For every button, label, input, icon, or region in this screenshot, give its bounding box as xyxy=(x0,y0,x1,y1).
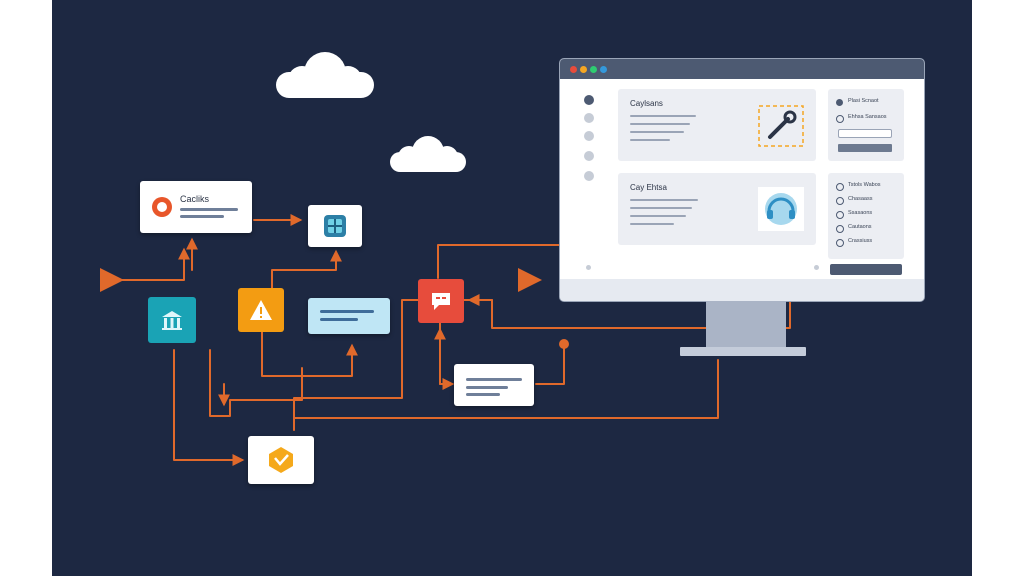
connector-endpoint xyxy=(559,339,569,349)
wrench-icon xyxy=(758,105,804,147)
connector-long-bottom xyxy=(293,359,719,419)
diagram-canvas: Cacliks xyxy=(52,0,972,576)
connector-warning-up xyxy=(271,249,342,289)
teal-tile xyxy=(148,297,196,343)
connector-warning-down xyxy=(261,329,358,377)
footer-action-button[interactable] xyxy=(830,264,902,275)
check-icon[interactable] xyxy=(836,211,844,219)
warning-tile xyxy=(238,288,284,332)
window-maximize-dot[interactable] xyxy=(590,66,597,73)
connector-loop-to-red xyxy=(535,343,565,385)
connector-teal-to-bottom xyxy=(173,349,245,466)
right-top-button[interactable] xyxy=(838,144,892,152)
monitor-stand xyxy=(706,301,786,349)
right-panel-top: Plasi Scnaot Ehhsa Sansaos xyxy=(828,89,904,161)
radio-icon[interactable] xyxy=(836,99,843,106)
footer-dot-right xyxy=(814,265,819,270)
right-top-item-1: Plasi Scnaot xyxy=(848,98,879,104)
panel-top: Caylsans xyxy=(618,89,816,161)
monitor-arrowhead xyxy=(518,268,542,292)
warning-icon xyxy=(250,300,272,320)
building-icon xyxy=(162,311,182,330)
panel-top-title: Caylsans xyxy=(630,99,663,108)
connector-bottom-to-red xyxy=(293,299,419,431)
check-icon[interactable] xyxy=(836,239,844,247)
right-mid-item-3: Ssasaons xyxy=(848,210,873,216)
check-icon[interactable] xyxy=(836,225,844,233)
sidebar-item-4[interactable] xyxy=(584,151,594,161)
monitor-screen: Caylsans Cay Ehtsa xyxy=(560,59,924,301)
top-card: Cacliks xyxy=(140,181,252,233)
right-mid-item-5: Crassiuss xyxy=(848,238,873,244)
sidebar-item-2[interactable] xyxy=(584,113,594,123)
screen-body: Caylsans Cay Ehtsa xyxy=(560,79,924,279)
red-tile xyxy=(418,279,464,323)
cloud-small xyxy=(390,136,466,172)
right-mid-item-4: Cautaons xyxy=(848,224,872,230)
footer-dot-left xyxy=(586,265,591,270)
hexagon-icon xyxy=(269,447,293,473)
chat-icon xyxy=(432,293,450,310)
connector-red-to-monitor xyxy=(437,244,561,279)
check-icon[interactable] xyxy=(836,183,844,191)
blue-card xyxy=(308,298,390,334)
right-top-input[interactable] xyxy=(838,129,892,138)
panel-mid: Cay Ehtsa xyxy=(618,173,816,245)
window-minimize-dot[interactable] xyxy=(580,66,587,73)
right-mid-item-2: Chasaass xyxy=(848,196,873,202)
check-icon[interactable] xyxy=(836,197,844,205)
window-close-dot[interactable] xyxy=(570,66,577,73)
lower-card xyxy=(454,364,534,406)
screen-footer xyxy=(560,264,924,301)
entry-arrowhead xyxy=(100,268,124,292)
sidebar-item-1[interactable] xyxy=(584,95,594,105)
headset-icon xyxy=(758,187,804,231)
right-top-item-2: Ehhsa Sansaos xyxy=(848,114,887,120)
flow-connectors xyxy=(100,214,791,466)
bottom-card xyxy=(248,436,314,484)
window-titlebar xyxy=(560,59,924,79)
sidebar-item-5[interactable] xyxy=(584,171,594,181)
cube-icon xyxy=(324,215,346,237)
right-mid-item-1: Tstols Wabos xyxy=(848,182,881,188)
right-panel-mid: Tstols Wabos Chasaass Ssasaons Cautaons … xyxy=(828,173,904,259)
window-extra-dot[interactable] xyxy=(600,66,607,73)
top-card-label: Cacliks xyxy=(180,194,210,204)
cloud-large xyxy=(276,52,374,98)
panel-mid-title: Cay Ehtsa xyxy=(630,183,667,192)
connector-entry xyxy=(111,247,190,281)
center-card xyxy=(308,205,362,247)
monitor-base xyxy=(680,347,806,356)
connector-left-loop xyxy=(209,349,303,417)
sidebar-item-3[interactable] xyxy=(584,131,594,141)
radio-icon[interactable] xyxy=(836,115,844,123)
